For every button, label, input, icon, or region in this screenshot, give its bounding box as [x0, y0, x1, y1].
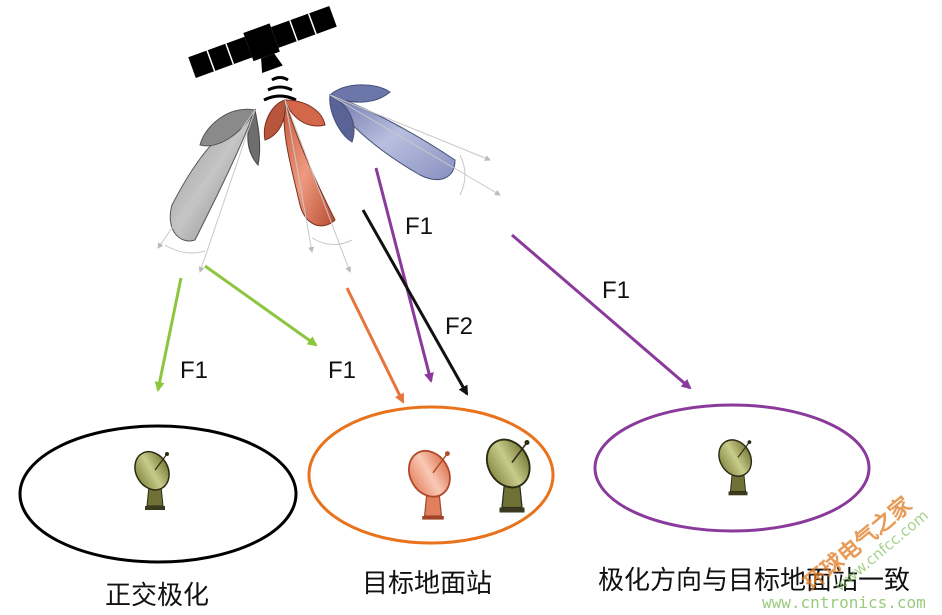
caption-target-station: 目标地面站	[362, 569, 492, 599]
orange-arrow	[345, 287, 405, 404]
coverage-ellipse-center	[307, 405, 555, 545]
purple-arrow-right	[511, 233, 692, 390]
satellite-icon	[188, 5, 337, 102]
coverage-ellipse-left	[18, 424, 298, 564]
dish-icon-left	[127, 444, 177, 511]
beam-arrows	[154, 167, 692, 404]
label-f1-right: F1	[602, 277, 630, 304]
green-arrow-left	[154, 277, 183, 392]
blue-beam	[329, 84, 501, 196]
dish-icon-right	[711, 433, 759, 497]
gray-beam	[157, 108, 261, 273]
label-f1-purple-center: F1	[405, 213, 433, 240]
dish-icon-center	[477, 430, 540, 514]
label-f1-left: F1	[180, 357, 208, 384]
dish-icon-center-red	[407, 449, 451, 520]
watermark-url: www.cntronics.com	[762, 593, 926, 612]
caption-polarization-match: 极化方向与目标地面站一致	[598, 566, 910, 596]
label-f2: F2	[445, 313, 473, 340]
purple-arrow-center	[374, 167, 434, 383]
caption-orthogonal-polarization: 正交极化	[105, 581, 209, 611]
red-beam	[263, 99, 353, 273]
green-arrow-center	[204, 264, 318, 347]
label-f1-center-gray: F1	[328, 357, 356, 384]
coverage-ellipse-right	[593, 403, 871, 533]
black-arrow	[361, 209, 469, 396]
watermark: 环球电气之家 www.cnfcc.com www.cntronics.com	[762, 491, 932, 612]
